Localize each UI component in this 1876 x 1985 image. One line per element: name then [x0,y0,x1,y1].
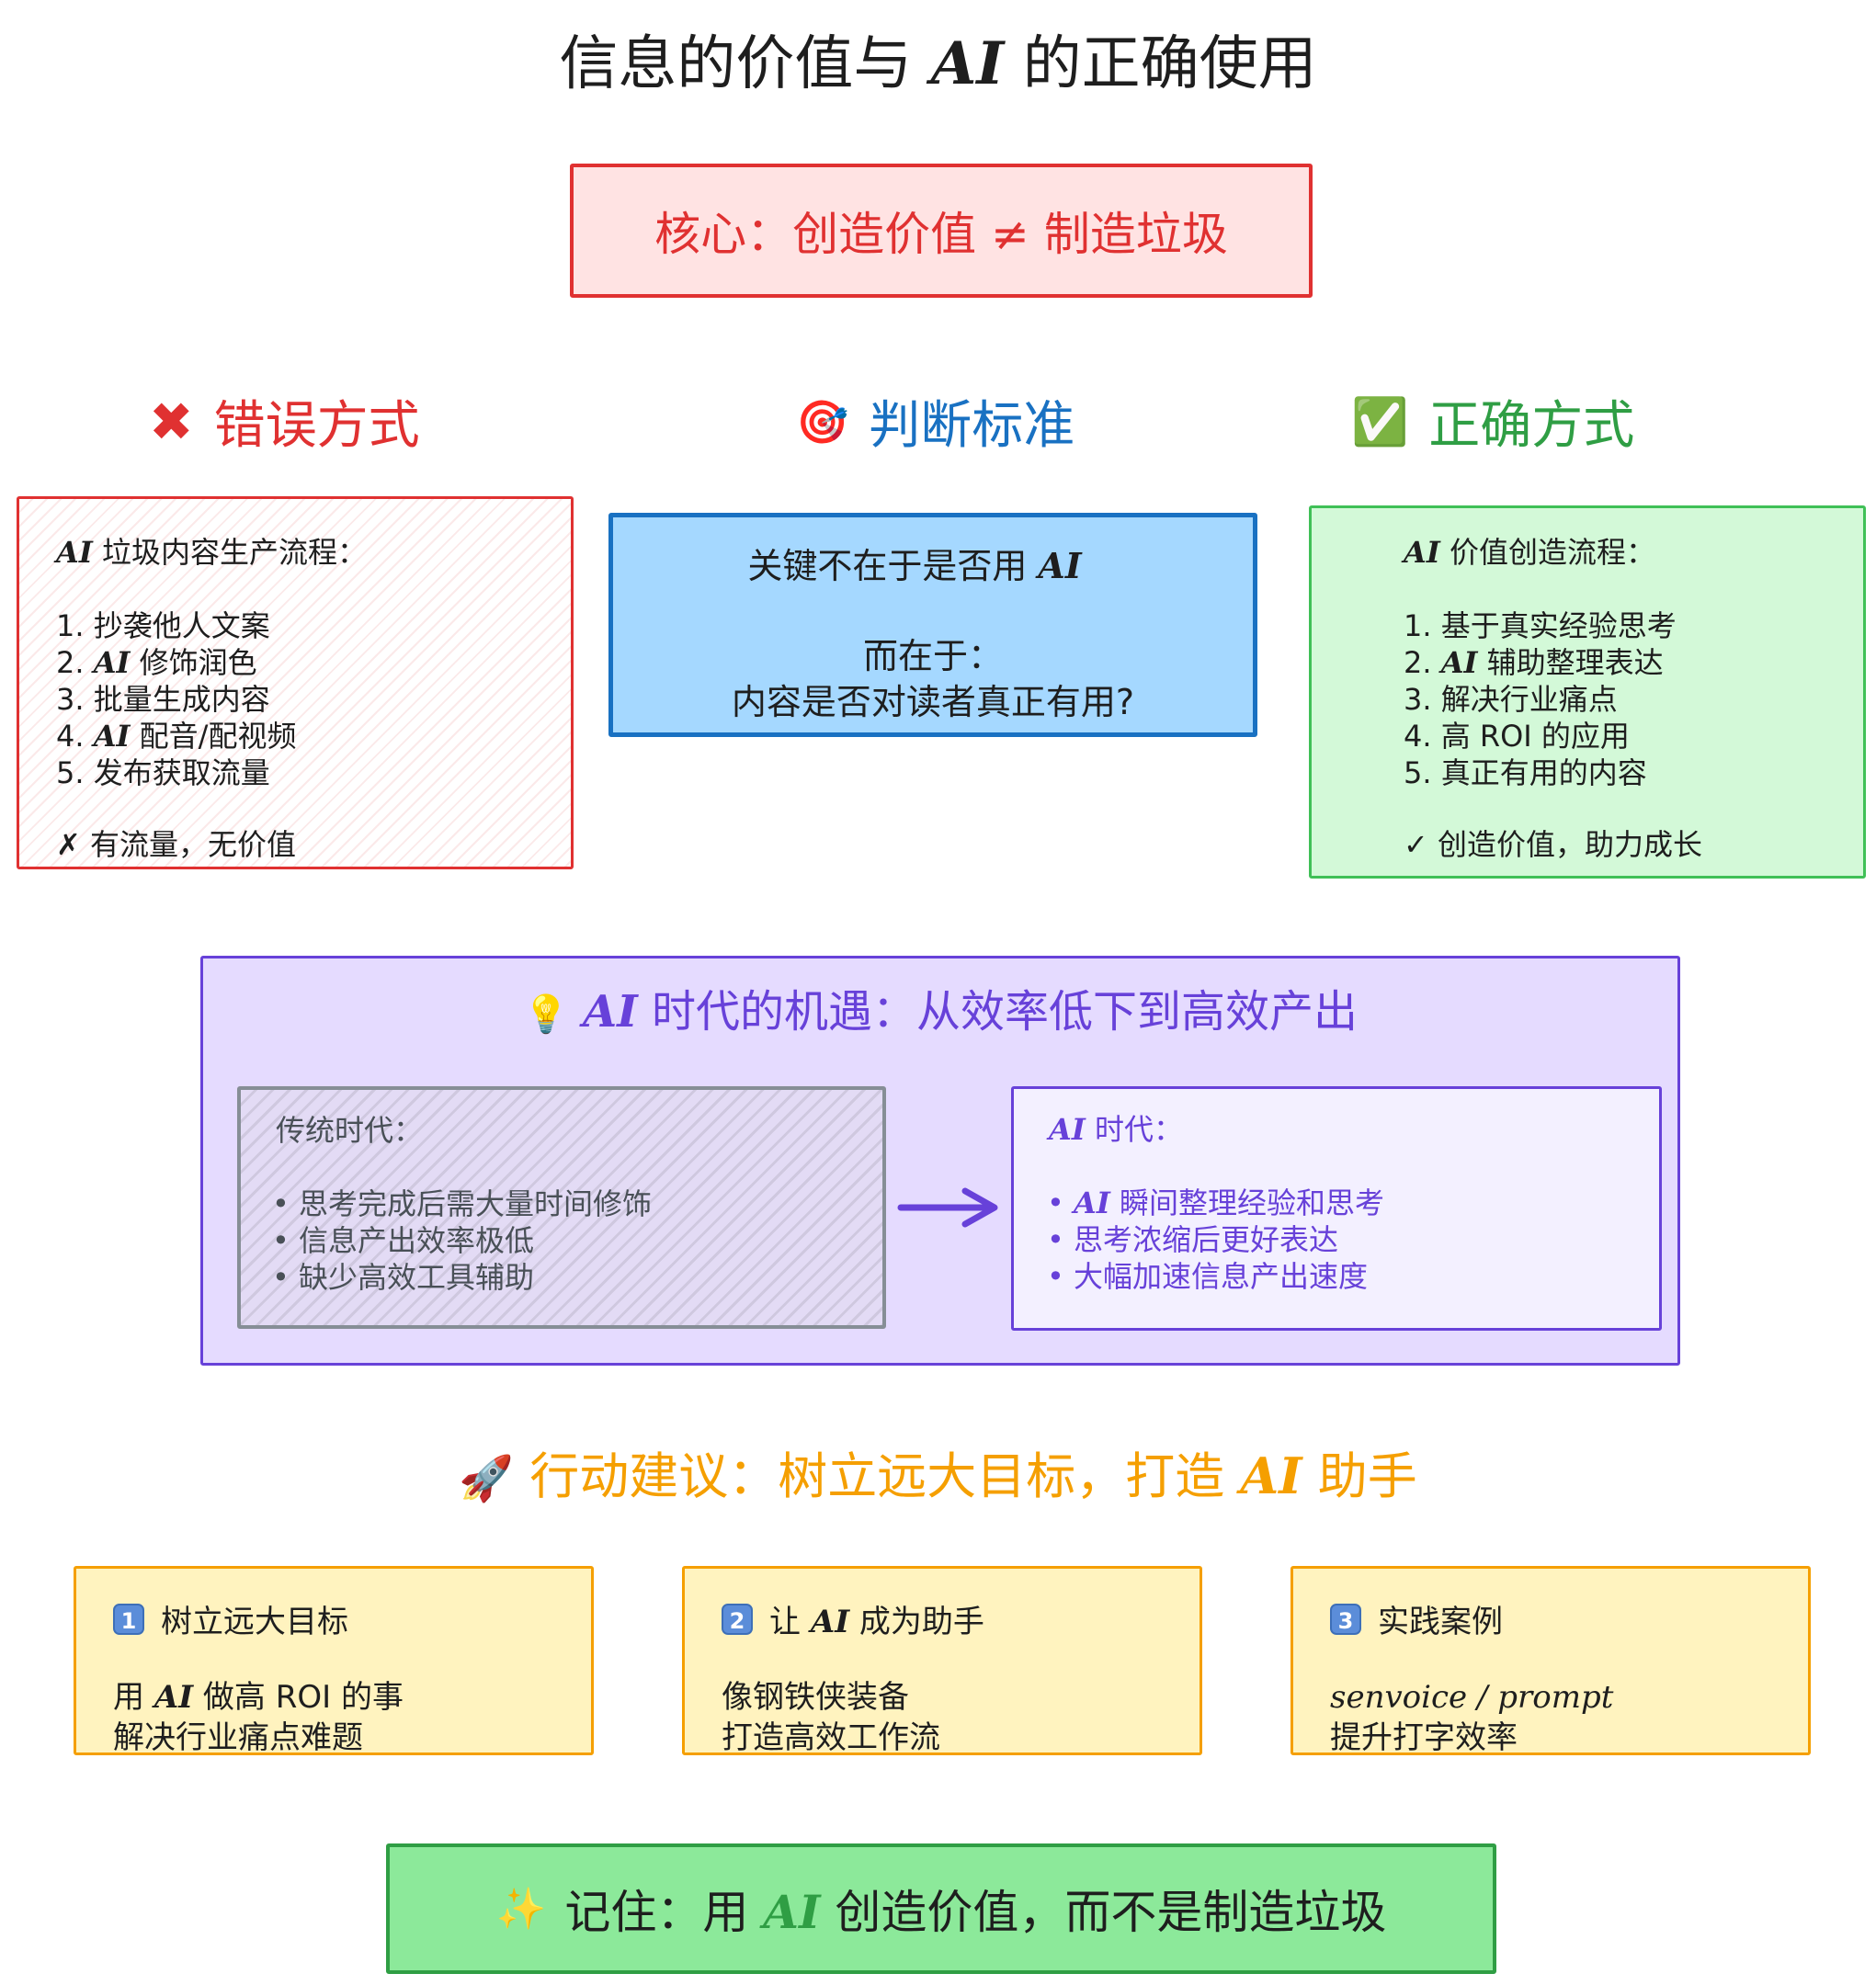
list-item: 4. 高 ROI 的应用 [1404,719,1630,754]
list-item: 3. 解决行业痛点 [1404,682,1618,717]
opportunity-title: 💡 AI 时代的机遇：从效率低下到高效产出 [522,986,1359,1038]
core-principle-text: 核心：创造价值 ≠ 制造垃圾 [654,208,1228,261]
right-process-box: AI 价值创造流程： 1. 基于真实经验思考 2. AI 辅助整理表达 3. 解… [1309,505,1866,879]
list-item: • 思考浓缩后更好表达 [1047,1222,1339,1257]
number-1-icon: 1 [113,1603,144,1635]
list-item: • AI 瞬间整理经验和思考 [1047,1185,1385,1220]
wrong-conclusion: ✗ 有流量，无价值 [56,827,296,862]
action-card-goal: 1 树立远大目标 用 AI 做高 ROI 的事 解决行业痛点难题 [74,1566,594,1756]
judge-criteria-box: 关键不在于是否用 AI 而在于： 内容是否对读者真正有用? [608,513,1257,737]
list-item: 2. AI 辅助整理表达 [1404,645,1664,680]
remember-box: ✨ 记住：用 AI 创造价值，而不是制造垃圾 [386,1843,1496,1974]
check-icon: ✅ [1351,394,1409,448]
list-item: 5. 真正有用的内容 [1404,755,1647,790]
right-process-list: 1. 基于真实经验思考 2. AI 辅助整理表达 3. 解决行业痛点 4. 高 … [1404,607,1677,791]
action-card-assistant: 2 让 AI 成为助手 像钢铁侠装备 打造高效工作流 [682,1566,1202,1756]
ai-era-box: AI 时代： • AI 瞬间整理经验和思考 • 思考浓缩后更好表达 • 大幅加速… [1011,1086,1662,1331]
judge-line-1: 关键不在于是否用 AI [747,545,1082,586]
cross-mark-icon: ✗ [56,827,81,862]
traditional-era-box: 传统时代： • 思考完成后需大量时间修饰 • 信息产出效率极低 • 缺少高效工具… [237,1086,886,1329]
traditional-heading: 传统时代： [276,1113,424,1148]
list-item: 4. AI 配音/配视频 [56,719,297,754]
number-2-icon: 2 [722,1603,753,1635]
page-title: 信息的价值与 AI 的正确使用 [559,29,1317,98]
cross-icon: ✖ [149,390,194,453]
list-item: 1. 基于真实经验思考 [1404,608,1677,643]
core-principle-box: 核心：创造价值 ≠ 制造垃圾 [570,164,1313,298]
arrow-right-icon [897,1187,998,1228]
card-heading: 3 实践案例 [1330,1596,1503,1641]
action-card-practice: 3 实践案例 senvoice / prompt 提升打字效率 [1290,1566,1811,1756]
right-conclusion: ✓ 创造价值，助力成长 [1404,827,1702,862]
list-item: • 缺少高效工具辅助 [272,1260,535,1295]
traditional-list: • 思考完成后需大量时间修饰 • 信息产出效率极低 • 缺少高效工具辅助 [272,1185,652,1296]
judge-line-2: 而在于： [862,636,1003,676]
judge-heading: 🎯 判断标准 [796,396,1075,456]
ai-era-heading: AI 时代： [1049,1112,1183,1147]
wrong-heading: ✖ 错误方式 [149,390,420,457]
list-item: 3. 批量生成内容 [56,682,270,717]
card-body: senvoice / prompt 提升打字效率 [1330,1679,1614,1756]
wrong-process-heading: AI 垃圾内容生产流程： [56,535,367,570]
card-heading: 1 树立远大目标 [113,1596,348,1641]
card-body: 用 AI 做高 ROI 的事 解决行业痛点难题 [113,1679,404,1756]
title-ai: AI [930,29,1005,98]
action-title: 🚀 行动建议：树立远大目标，打造 AI 助手 [459,1446,1417,1505]
sparkles-icon: ✨ [495,1886,547,1933]
list-item: • 信息产出效率极低 [272,1223,535,1258]
list-item: • 思考完成后需大量时间修饰 [272,1186,653,1221]
wrong-process-box: AI 垃圾内容生产流程： 1. 抄袭他人文案 2. AI 修饰润色 3. 批量生… [17,496,574,869]
list-item: 1. 抄袭他人文案 [56,608,270,643]
rocket-icon: 🚀 [459,1453,515,1504]
card-heading: 2 让 AI 成为助手 [722,1596,984,1641]
number-3-icon: 3 [1330,1603,1361,1635]
list-item: 2. AI 修饰润色 [56,645,257,680]
list-item: • 大幅加速信息产出速度 [1047,1259,1369,1294]
list-item: 5. 发布获取流量 [56,755,270,790]
wrong-process-list: 1. 抄袭他人文案 2. AI 修饰润色 3. 批量生成内容 4. AI 配音/… [56,607,296,791]
lightbulb-icon: 💡 [522,993,569,1036]
right-heading: ✅ 正确方式 [1351,394,1635,456]
target-icon: 🎯 [796,396,849,447]
card-body: 像钢铁侠装备 打造高效工作流 [722,1679,940,1756]
ai-era-list: • AI 瞬间整理经验和思考 • 思考浓缩后更好表达 • 大幅加速信息产出速度 [1047,1185,1384,1295]
judge-line-3: 内容是否对读者真正有用? [731,682,1135,722]
check-mark-icon: ✓ [1404,827,1428,862]
right-process-heading: AI 价值创造流程： [1404,535,1655,570]
